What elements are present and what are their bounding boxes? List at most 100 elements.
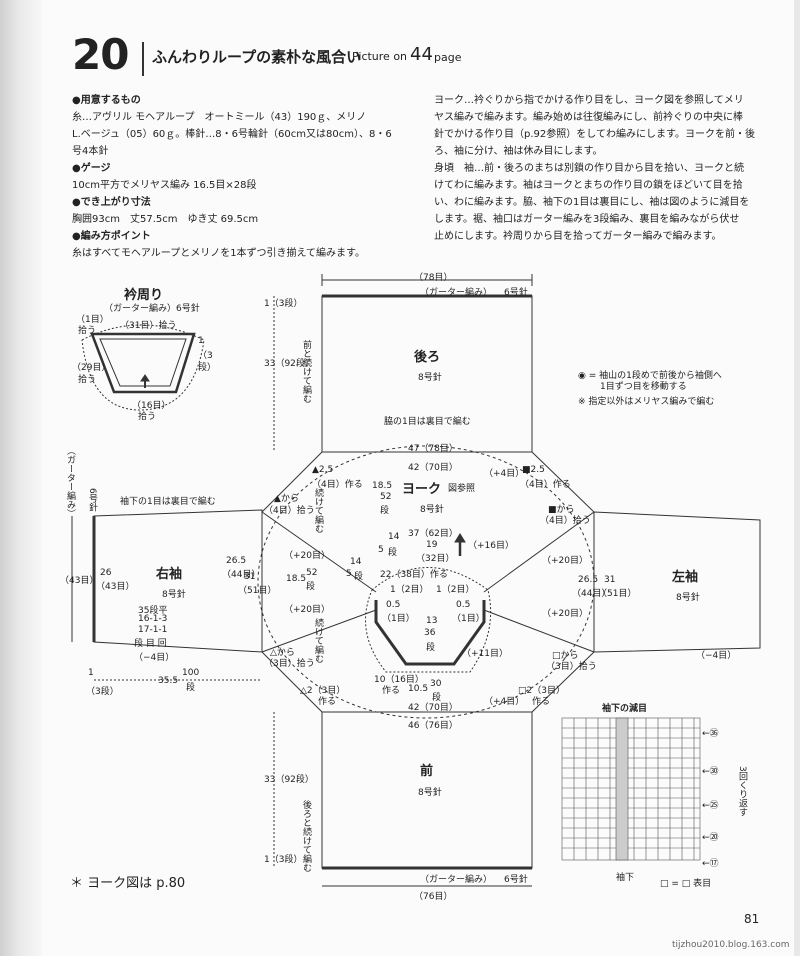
front-bottom-width: （76目） <box>414 892 453 902</box>
yoke-center-19: 19 <box>426 540 438 550</box>
right-sleeve-needle: 8号針 <box>162 590 186 600</box>
yoke-side-label: 18.5 <box>286 574 307 584</box>
yoke-neck-depth: 13 <box>426 616 438 626</box>
yoke-increase-20: （+20目） <box>284 605 330 615</box>
back-height-label: 33（92段） <box>264 359 314 369</box>
yoke-chart-note: ＊ ヨーク図は p.80 <box>70 876 186 891</box>
collar-rows-label: 1 <box>198 336 204 346</box>
decrease-chart-grid <box>561 717 701 861</box>
yoke-increase-16: （+16目） <box>468 541 514 551</box>
yoke-front-depth: 10.5 <box>408 684 429 694</box>
yoke-front-cast: 10（16目） <box>374 675 424 685</box>
collar-outline <box>90 332 196 394</box>
yoke-ref: 図参照 <box>448 484 476 494</box>
back-needle6-label: 6号針 <box>504 288 528 298</box>
yoke-mark-label: 作る <box>532 697 551 707</box>
back-vertical-note: 前と続けて編む <box>301 340 311 403</box>
page-edge <box>794 0 800 956</box>
yoke-mark-label: ■2.5 <box>522 465 545 475</box>
yoke-pickup-label: ▲から <box>274 494 299 504</box>
collar-left-label: 拾う <box>78 326 97 336</box>
instruction-line: ヤス編みで編みます。編み始めは往復編みにし、前衿ぐりの中央に棒 <box>434 112 743 123</box>
yoke-front-cast: 作る <box>382 686 401 696</box>
front-height-label: 33（92段） <box>264 775 314 785</box>
right-sleeve-top-height: （51目） <box>238 586 277 596</box>
left-sleeve-outline <box>593 511 761 653</box>
right-sleeve-garter: （ガーター編み） <box>65 446 75 518</box>
front-hem-rows: 1（3段） <box>264 855 303 865</box>
chart-row-label: ←㉕ <box>702 801 719 811</box>
pattern-number: 20 <box>72 30 129 79</box>
right-sleeve-cuff-width: （43目） <box>60 576 99 586</box>
raglan-line <box>261 451 323 513</box>
gauge-heading: ●ゲージ <box>72 163 111 174</box>
right-sleeve-title: 右袖 <box>156 567 183 582</box>
front-width-42: 42（70目） <box>408 703 458 713</box>
yoke-mark-label: △2（3目） <box>300 686 346 696</box>
yoke-mark-label: □2（3目） <box>518 686 565 696</box>
back-title: 後ろ <box>414 350 441 365</box>
yoke-label: 5 <box>378 545 384 555</box>
right-sleeve-length: 100 <box>182 668 200 678</box>
yoke-label: 段 <box>388 548 398 558</box>
pattern-title: ふんわりループの素朴な風合い <box>152 48 362 66</box>
neckline <box>374 600 486 666</box>
yoke-mark-label: （4目）作る <box>312 480 363 490</box>
chart-row-label: ←⑰ <box>702 859 719 869</box>
front-title: 前 <box>420 764 434 779</box>
yoke-continue-note: 続けて編む <box>313 618 323 663</box>
yoke-pickup-label: □から <box>552 651 579 661</box>
yoke-label: 段 <box>380 506 390 516</box>
raglan-line <box>483 609 595 653</box>
raglan-line <box>531 651 595 713</box>
instructions-block: ヨーク…衿ぐりから指でかける作り目をし、ヨーク図を参照してメリ ヤス編みで編みま… <box>434 92 755 245</box>
yoke-neck-label: 1（2目） <box>436 585 475 595</box>
points-heading: ●編み方ポイント <box>72 231 151 242</box>
chart-legend: □ = □ 表目 <box>660 879 712 889</box>
collar-top-label: （31目）拾う <box>120 321 177 331</box>
chart-row-label: ←㊱ <box>702 729 719 739</box>
collar-left-label: （29目） <box>72 363 111 373</box>
yoke-increase-20: （+20目） <box>542 609 588 619</box>
right-sleeve-length: 35.5 <box>158 676 179 686</box>
size-heading: ●でき上がり寸法 <box>72 197 151 208</box>
yoke-pickup-label: （3目）拾う <box>264 659 315 669</box>
collar-subtitle: （ガーター編み）6号針 <box>104 304 200 314</box>
right-sleeve-top-height: 26.5 <box>226 556 247 566</box>
collar-bottom-label: 拾う <box>138 412 157 422</box>
right-sleeve-decrease: 35段平 <box>138 606 168 616</box>
right-sleeve-decrease: 17-1-1 <box>138 625 168 635</box>
instruction-line: 止めにします。衿周りから目を拾ってガーター編みで編みます。 <box>434 231 722 242</box>
collar-bottom-label: （16目） <box>132 401 171 411</box>
collar-inner <box>99 338 187 387</box>
watermark: tijzhou2010.blog.163.com <box>672 940 790 950</box>
right-sleeve-decrease: 段 目 回 <box>134 639 167 649</box>
back-garter-label: （ガーター編み） <box>420 288 493 298</box>
materials-block: ●用意するもの 糸…アヴリル モヘアループ オートミール（43）190ｇ、メリノ… <box>72 92 392 262</box>
yoke-continue-note: 続けて編む <box>313 488 323 533</box>
instruction-line: 身頃 袖…前・後ろのまちは別鎖の作り目から目を拾い、ヨークと続 <box>434 163 744 174</box>
raglan-line <box>261 609 377 653</box>
collar-left-label: （1目） <box>76 315 109 325</box>
materials-heading: ●用意するもの <box>72 95 141 106</box>
yoke-front-depth: 30 <box>430 679 442 689</box>
gauge-text: 10cm平方でメリヤス編み 16.5目×28段 <box>72 180 257 191</box>
yoke-needle: 8号針 <box>420 505 444 515</box>
right-sleeve-top-height: （44目） <box>222 570 261 580</box>
right-sleeve-cuff-rows: （3段） <box>86 687 119 697</box>
right-sleeve-decrease: 16-1-3 <box>138 614 168 624</box>
raglan-line <box>531 451 595 513</box>
page-number: 81 <box>744 912 760 926</box>
back-hem-rows: 1（3段） <box>264 299 303 309</box>
yoke-front-depth: 段 <box>432 693 442 703</box>
front-needle-label: 8号針 <box>418 788 442 798</box>
left-sleeve-height: （44目） <box>572 589 611 599</box>
instruction-line: します。裾、袖口はガーター編みを3段編み、裏目を編みながら伏せ <box>434 214 740 225</box>
raglan-line <box>261 651 323 713</box>
left-sleeve-height: （51目） <box>598 589 637 599</box>
right-sleeve-cuff-rows: 1 <box>88 668 94 678</box>
chart-row-label: ←⑳ <box>702 833 719 843</box>
instruction-line: けてわに編みます。袖はヨークとまちの作り目の鎖をほどいて目を拾 <box>434 180 743 191</box>
left-sleeve-needle: 8号針 <box>676 593 700 603</box>
